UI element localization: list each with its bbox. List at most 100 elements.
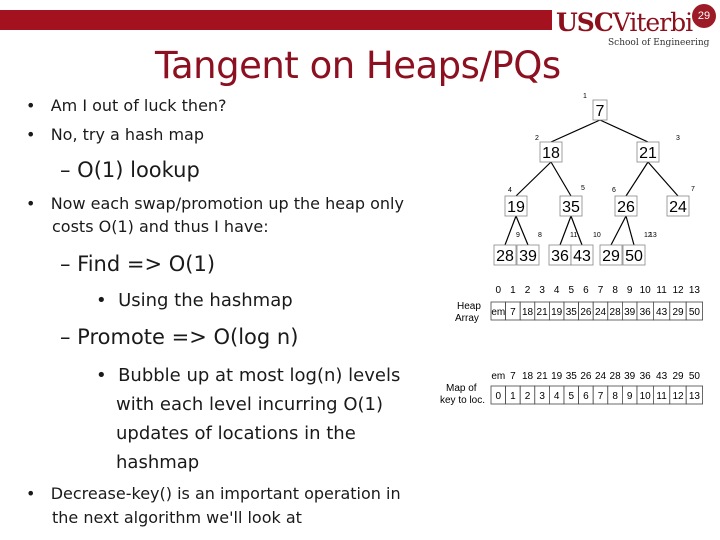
bullet-4-line2: the next algorithm we'll look at	[52, 508, 302, 527]
heap-node-value: 19	[507, 199, 525, 216]
heap-array-cell	[685, 301, 704, 321]
heap-array-value: 18	[522, 307, 534, 318]
heap-array-value: 29	[672, 307, 684, 318]
heap-node-value: 26	[617, 199, 635, 216]
bullet-2: • No, try a hash map	[26, 125, 204, 144]
heap-node	[539, 141, 563, 163]
map-location: 0	[496, 391, 502, 402]
heap-edge	[647, 161, 679, 197]
map-key: 29	[672, 371, 684, 382]
heap-edge	[550, 161, 572, 197]
heap-array-index: 3	[539, 285, 545, 296]
heap-array-label-1: Heap	[457, 301, 481, 312]
heap-edge	[610, 215, 627, 246]
heap-array-value: 35	[566, 307, 578, 318]
map-location: 7	[598, 391, 604, 402]
map-location: 8	[612, 391, 618, 402]
bullet-3-line2: costs O(1) and thus I have:	[52, 217, 269, 236]
map-key: 50	[689, 371, 701, 382]
heap-node	[614, 195, 638, 217]
header-bar	[0, 10, 552, 30]
heap-array-value: 28	[610, 307, 622, 318]
heap-array-index: 7	[598, 285, 604, 296]
map-location: 2	[525, 391, 531, 402]
map-key: 28	[610, 371, 622, 382]
find-item: – Find => O(1)	[60, 252, 216, 276]
heap-array-value: 7	[510, 307, 516, 318]
map-key: 18	[522, 371, 534, 382]
map-key: 39	[624, 371, 636, 382]
heap-edge	[625, 215, 635, 246]
map-key: 36	[640, 371, 652, 382]
heap-array-index: 6	[583, 285, 589, 296]
heap-array-index: 8	[612, 285, 618, 296]
heap-array-index: 0	[496, 285, 502, 296]
map-key: em	[491, 371, 505, 382]
heap-array-index: 13	[689, 285, 701, 296]
heap-node	[516, 244, 540, 266]
bullet-3: • Now each swap/promotion up the heap on…	[26, 194, 404, 213]
map-location: 11	[656, 391, 667, 402]
heap-node-value: 7	[596, 103, 605, 120]
heap-node-index: 2	[535, 135, 539, 142]
map-location: 1	[510, 391, 516, 402]
bullet-4: • Decrease-key() is an important operati…	[26, 484, 401, 503]
heap-node-value: 21	[639, 145, 657, 162]
heap-array-index: 1	[510, 285, 516, 296]
map-location: 4	[554, 391, 560, 402]
map-key: 26	[580, 371, 592, 382]
heap-array-index: 4	[554, 285, 560, 296]
map-key: 43	[656, 371, 668, 382]
logo-viterbi-text: Viterbi	[612, 8, 693, 37]
heap-array-value: 21	[537, 307, 549, 318]
map-location: 9	[627, 391, 633, 402]
heap-array-index: 2	[525, 285, 531, 296]
heap-node	[599, 244, 623, 266]
heap-array-value: 19	[551, 307, 563, 318]
map-label-2: key to loc.	[440, 395, 485, 406]
heap-node-value: 50	[625, 248, 643, 265]
page-number-badge: 29	[692, 4, 716, 28]
map-location: 12	[672, 391, 684, 402]
heap-array-index: 5	[569, 285, 575, 296]
heap-node-value: 28	[496, 248, 514, 265]
heap-node-value: 24	[669, 199, 687, 216]
heap-edge	[570, 215, 583, 246]
heap-array-index: 9	[627, 285, 633, 296]
heap-node-index: 5	[581, 185, 585, 192]
map-location: 5	[569, 391, 575, 402]
map-location: 6	[583, 391, 589, 402]
promote-item: – Promote => O(log n)	[60, 325, 299, 349]
map-key: 24	[595, 371, 607, 382]
bullet-4-line1: Decrease-key() is an important operation…	[50, 484, 401, 503]
promote-sub-line1: Bubble up at most log(n) levels	[118, 365, 401, 386]
promote-sub-line3: updates of locations in the	[116, 423, 356, 444]
map-key: 7	[510, 371, 516, 382]
usc-viterbi-logo: USCViterbi School of Engineering	[556, 8, 709, 48]
promote-sub-line2: with each level incurring O(1)	[116, 394, 383, 415]
map-key: 35	[566, 371, 578, 382]
heap-node-index: 8	[538, 232, 542, 239]
logo-usc-text: USC	[556, 8, 614, 37]
heap-node-index: 13	[649, 232, 657, 239]
bullet-1: • Am I out of luck then?	[26, 96, 227, 115]
heap-node	[636, 141, 660, 163]
heap-node-index: 11	[570, 232, 577, 239]
heap-array-index: 10	[640, 285, 652, 296]
heap-array-value: 26	[580, 307, 592, 318]
heap-edge	[599, 119, 649, 143]
heap-edge	[550, 119, 601, 143]
map-location: 3	[539, 391, 545, 402]
heap-node-index: 12	[644, 232, 652, 239]
heap-nodes: 7118221319435526624728839936104311291250…	[493, 93, 695, 266]
heap-node-index: 6	[612, 187, 616, 194]
heap-edge	[625, 161, 649, 197]
heap-node	[504, 195, 528, 217]
logo-school-text: School of Engineering	[608, 38, 710, 48]
find-sub: • Using the hashmap	[96, 290, 293, 311]
find-sub-text: Using the hashmap	[118, 290, 293, 311]
bullet-2-text: No, try a hash map	[50, 125, 204, 144]
heap-node-index: 4	[508, 187, 512, 194]
heap-node-index: 10	[593, 232, 601, 239]
